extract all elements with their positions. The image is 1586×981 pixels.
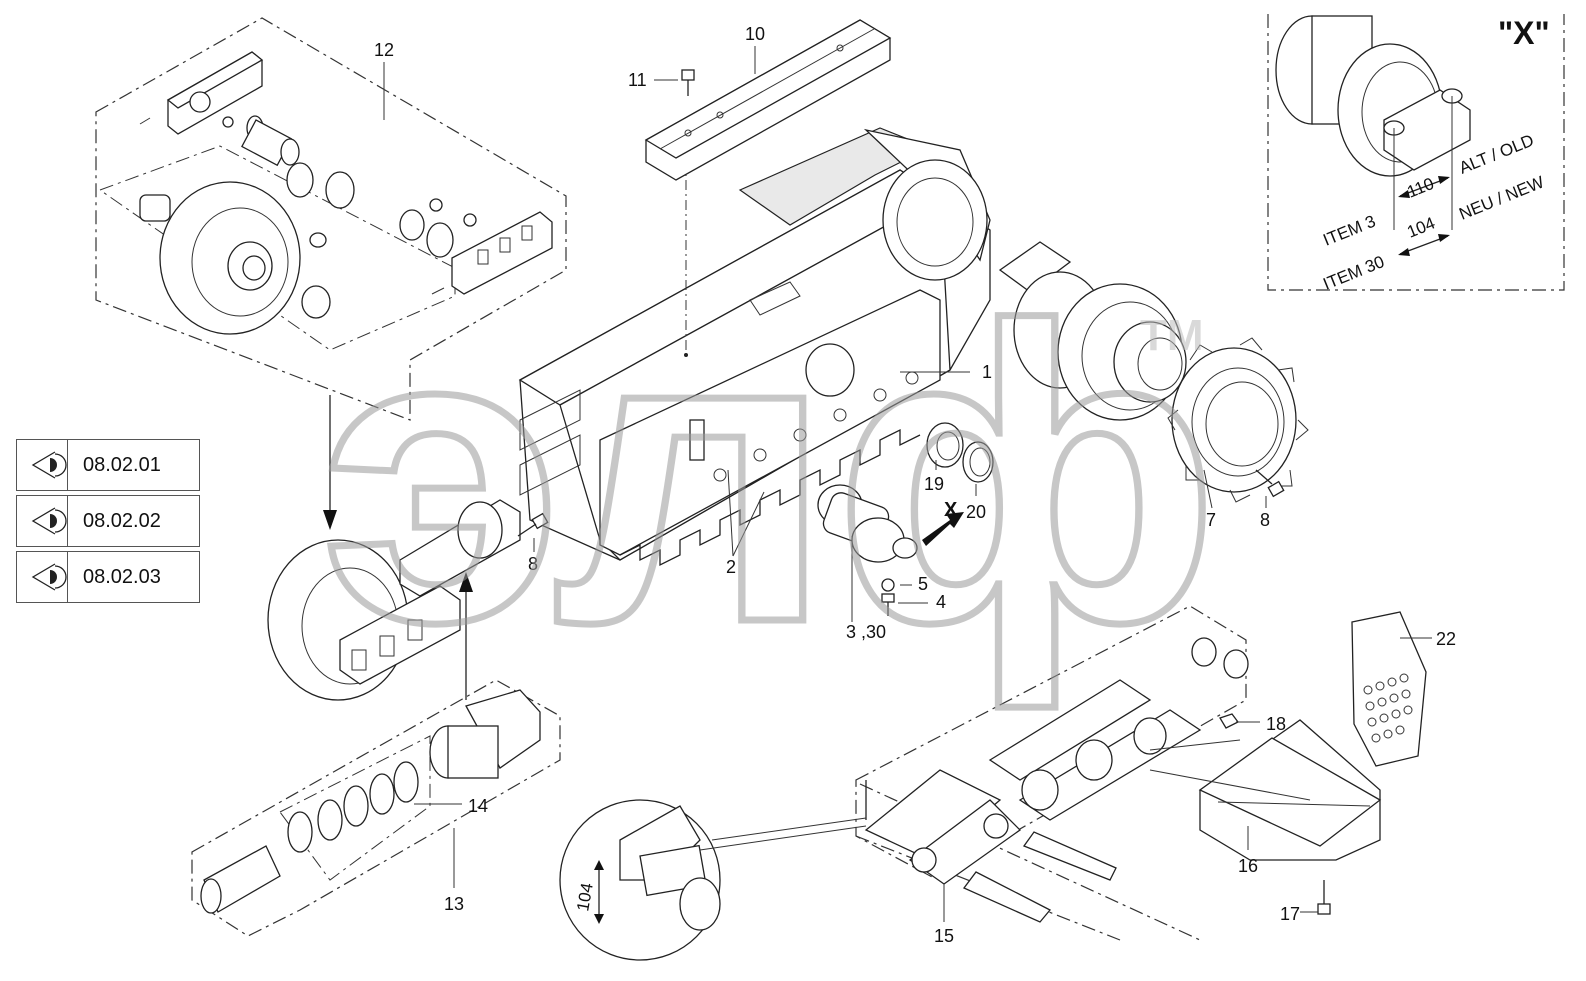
callout-8-right: 8 (1260, 510, 1270, 530)
callout-14: 14 (468, 796, 488, 816)
watermark-logo: элф (320, 241, 1220, 712)
bolt-8-left (517, 512, 549, 537)
dim-110: 110 (1404, 174, 1436, 202)
callout-8-left: 8 (528, 554, 538, 574)
guide-rail (644, 19, 892, 181)
item3-label: ITEM 3 (1320, 212, 1378, 250)
tension-kit-group (191, 679, 561, 937)
callout-12: 12 (374, 40, 394, 60)
bolt-4 (881, 593, 895, 616)
new-label: NEU / NEW (1456, 172, 1546, 223)
callout-13: 13 (444, 894, 464, 914)
final-drive (998, 241, 1187, 421)
eye-icon (17, 496, 68, 546)
detail-x-title: "X" (1498, 15, 1550, 51)
track-frame (518, 120, 991, 567)
carrier-roller (817, 484, 918, 563)
bolt-bag (1351, 611, 1427, 767)
callout-5: 5 (918, 574, 928, 594)
nut-18 (1219, 713, 1239, 729)
callout-17: 17 (1280, 904, 1300, 924)
nav-label: 08.02.03 (83, 566, 161, 588)
callout-2: 2 (726, 557, 736, 577)
callout-3-30: 3 ,30 (846, 622, 886, 642)
callout-numbers: 12 10 11 1 2 3 ,30 4 5 7 8 8 19 20 14 13… (374, 24, 1456, 946)
view-marker-x: X (944, 499, 958, 521)
sprocket (1167, 337, 1309, 503)
nav-button-08-02-03[interactable]: 08.02.03 (16, 551, 200, 603)
bushing-19 (926, 422, 964, 468)
idler-assembly (267, 499, 521, 701)
callout-15: 15 (934, 926, 954, 946)
callout-16: 16 (1238, 856, 1258, 876)
watermark: элф TM (317, 238, 1224, 716)
callout-18: 18 (1266, 714, 1286, 734)
idler-kit-group (95, 17, 567, 421)
callout-19: 19 (924, 474, 944, 494)
ring-20 (962, 441, 994, 483)
detail-x: "X" ITEM 3 ITEM 30 110 104 ALT / OLD NEU… (1267, 14, 1565, 294)
chain-dim-104: 104 (573, 881, 597, 912)
callout-1: 1 (982, 362, 992, 382)
callout-10: 10 (745, 24, 765, 44)
bolt-17 (1317, 880, 1331, 915)
callout-7: 7 (1206, 510, 1216, 530)
view-arrow (922, 512, 964, 546)
nav-button-08-02-01[interactable]: 08.02.01 (16, 439, 200, 491)
item30-label: ITEM 30 (1320, 252, 1387, 294)
track-shoe (1149, 719, 1382, 861)
watermark-tm: TM (1140, 311, 1204, 360)
callout-11: 11 (628, 70, 647, 90)
nav-label: 08.02.01 (83, 454, 161, 476)
bolt-8-right (1255, 469, 1285, 498)
eye-icon (17, 440, 68, 490)
bolt-11 (681, 69, 695, 96)
track-chain-group (855, 605, 1249, 941)
nav-button-08-02-02[interactable]: 08.02.02 (16, 495, 200, 547)
chain-detail-circle (559, 799, 867, 961)
leader-lines (383, 46, 1432, 922)
nav-label: 08.02.02 (83, 510, 161, 532)
eye-icon (17, 552, 68, 602)
callout-20: 20 (966, 502, 986, 522)
callout-22: 22 (1436, 629, 1456, 649)
dim-104: 104 (1404, 213, 1437, 241)
callout-4: 4 (936, 592, 946, 612)
